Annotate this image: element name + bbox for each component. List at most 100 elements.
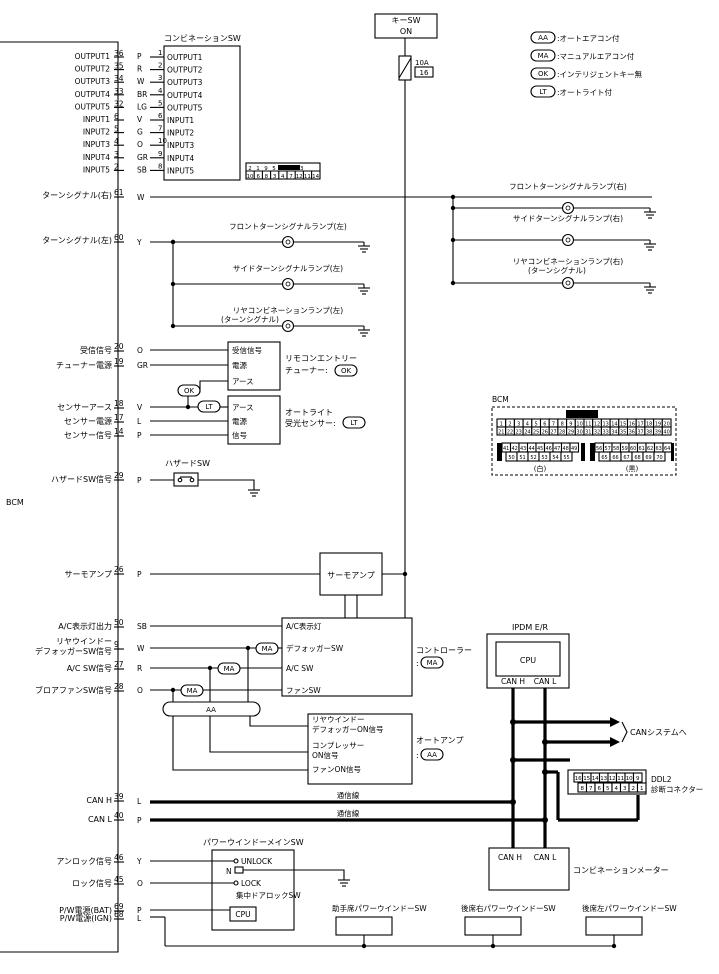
thermo-pin: 26 (114, 565, 124, 574)
combi-terminal: INPUT2 (167, 129, 194, 138)
svg-text:(白): (白) (534, 464, 547, 473)
bcm-signal-output1: OUTPUT1 (75, 52, 111, 61)
ac-color: W (137, 644, 145, 653)
svg-text:14: 14 (592, 776, 599, 782)
lower-color: P (137, 906, 142, 915)
key-sw-label: キーSW (392, 16, 421, 25)
combi-terminal: INPUT4 (167, 154, 194, 163)
svg-text:28: 28 (559, 430, 565, 436)
lamp-left-sub: (ターンシグナル) (221, 314, 279, 324)
remote-signal: 受信信号 (80, 345, 112, 355)
combi-meter-name: コンビネーションメーター (573, 866, 669, 875)
bcm-pin: 5 (114, 125, 119, 134)
lamp-right-name: サイドターンシグナルランプ(右) (513, 213, 623, 223)
remote-color: O (137, 346, 143, 355)
ac-controller-box (281, 617, 413, 697)
can-h-line-label: 通信線 (337, 790, 360, 800)
ac-terminal: ファンSW (286, 686, 321, 695)
hazard-color: P (137, 476, 142, 485)
lower-signal: P/W電源(IGN) (60, 914, 112, 923)
svg-text:3: 3 (623, 786, 627, 792)
svg-text:11: 11 (585, 422, 591, 428)
legend: AA :オートエアコン付 MA :マニュアルエアコン付 OK :インテリジェント… (530, 31, 643, 98)
svg-text:27: 27 (550, 430, 556, 436)
combi-terminal: OUTPUT2 (167, 66, 203, 75)
pw-sub-box (464, 916, 522, 936)
svg-text:1: 1 (500, 422, 503, 428)
svg-text:45: 45 (537, 446, 543, 452)
pw-sub-name: 後席左パワーウインドーSW (582, 903, 677, 913)
light-sensor-name: オートライト (285, 408, 333, 417)
lower-pin: 68 (114, 910, 124, 919)
svg-text:59: 59 (622, 446, 628, 452)
combi-terminal: OUTPUT4 (167, 91, 203, 100)
svg-text:70: 70 (656, 455, 662, 461)
combi-pin: 9 (158, 150, 162, 158)
bcm-pin: 35 (114, 62, 124, 71)
ac-color: R (137, 664, 142, 673)
auto-amp-box (307, 713, 413, 785)
ac-pin: 28 (114, 682, 124, 691)
svg-text:11: 11 (304, 174, 311, 180)
svg-text:35: 35 (620, 430, 626, 436)
svg-text:4: 4 (614, 786, 618, 792)
combi-pin: 3 (158, 74, 162, 82)
svg-text:41: 41 (503, 446, 509, 452)
svg-text:12: 12 (594, 422, 600, 428)
svg-text:OK: OK (538, 70, 549, 78)
remote-terminal: 受信信号 (232, 345, 262, 355)
ipdm-cpu: CPU (520, 656, 536, 665)
svg-text:6: 6 (597, 786, 601, 792)
svg-text:61: 61 (639, 446, 645, 452)
can-h-signal: CAN H (86, 796, 112, 805)
svg-text:64: 64 (664, 446, 670, 452)
ac-pin: 50 (114, 618, 124, 627)
svg-text:AA: AA (538, 34, 548, 42)
lamps-right: フロントターンシグナルランプ(右)サイドターンシグナルランプ(右)リヤコンビネー… (450, 181, 656, 294)
pw-unlock: UNLOCK (241, 857, 273, 866)
svg-text:8: 8 (580, 786, 584, 792)
pw-main-title: パワーウインドーメインSW (203, 838, 304, 847)
combi-pin: 7 (158, 125, 162, 133)
pw-sub-box (585, 916, 643, 936)
key-sw-state: ON (400, 27, 412, 36)
svg-text:29: 29 (568, 430, 574, 436)
lower-pin: 69 (114, 902, 124, 911)
sensor-terminal: アース (232, 403, 254, 412)
svg-text:32: 32 (594, 430, 600, 436)
turn-right-signal: ターンシグナル(右) (42, 190, 112, 200)
svg-text:43: 43 (520, 446, 526, 452)
pw-sub-name: 後席右パワーウインドーSW (461, 903, 556, 913)
pw-cpu: CPU (235, 910, 250, 919)
svg-text:52: 52 (530, 455, 536, 461)
lower-color: Y (136, 857, 142, 866)
svg-text:66: 66 (612, 455, 618, 461)
svg-text:10: 10 (247, 174, 254, 180)
lower-signal: アンロック信号 (56, 856, 112, 866)
wire-color: V (137, 115, 143, 124)
svg-text:47: 47 (554, 446, 560, 452)
svg-text:30: 30 (576, 430, 582, 436)
combi-pin: 10 (158, 137, 167, 145)
svg-text:6: 6 (543, 422, 546, 428)
bcm-pin: 32 (114, 99, 124, 108)
bcm-label: BCM (6, 498, 24, 507)
wire-color: G (137, 128, 143, 137)
bcm-signal-input2: INPUT2 (83, 128, 110, 137)
amp-terminal-2: ON信号 (312, 750, 339, 760)
svg-text::マニュアルエアコン付: :マニュアルエアコン付 (557, 51, 635, 61)
light-sensor-name2: 受光センサー: (285, 418, 336, 428)
ac-signal: A/C表示灯出力 (58, 621, 112, 631)
lower-pin: 46 (114, 853, 124, 862)
svg-text:34: 34 (611, 430, 617, 436)
bcm-pin: 34 (114, 74, 124, 83)
bcm-signal-output3: OUTPUT3 (75, 77, 111, 86)
combi-terminal: OUTPUT3 (167, 78, 203, 87)
svg-text:23: 23 (516, 430, 522, 436)
hazard-sw-symbol (173, 472, 199, 487)
remote-pin: 20 (114, 342, 124, 351)
thermo-amp-box (319, 552, 383, 596)
sensor-signal: センサー電源 (64, 417, 112, 426)
